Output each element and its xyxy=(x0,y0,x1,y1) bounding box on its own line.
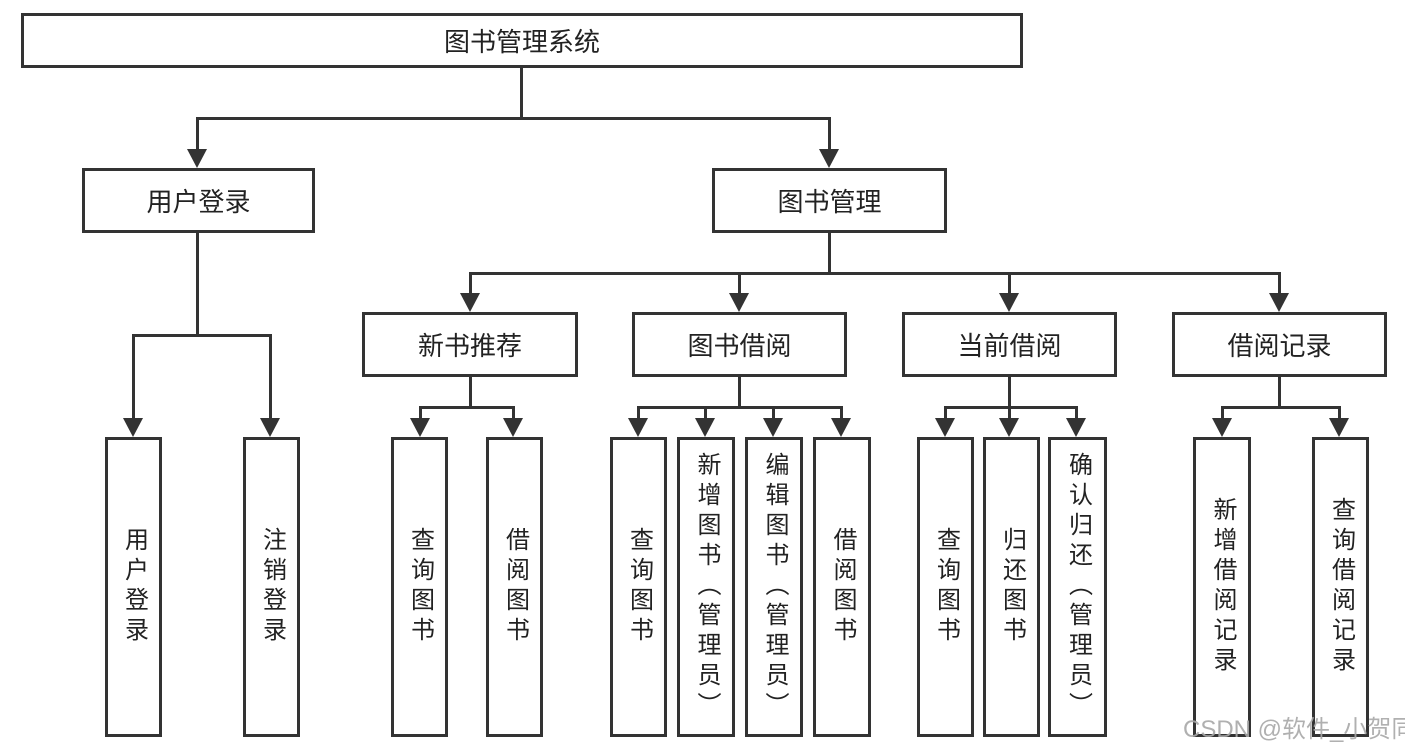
arrow-down-icon xyxy=(123,418,143,437)
connector-line xyxy=(1338,406,1341,420)
connector-line xyxy=(520,68,523,119)
connector-line xyxy=(196,117,199,151)
connector-line xyxy=(469,272,472,295)
connector-line xyxy=(132,334,135,420)
arrow-down-icon xyxy=(410,418,430,437)
arrow-down-icon xyxy=(935,418,955,437)
node-borrow-records: 借阅记录 xyxy=(1172,312,1387,377)
leaf-query-books-borrow: 查询图书 xyxy=(610,437,667,737)
connector-line xyxy=(269,334,272,420)
connector-line xyxy=(637,406,640,420)
connector-line xyxy=(944,406,1078,409)
arrow-down-icon xyxy=(819,149,839,168)
node-current-borrow: 当前借阅 xyxy=(902,312,1117,377)
node-book-borrow: 图书借阅 xyxy=(632,312,847,377)
leaf-add-book-admin: 新增图书（管理员） xyxy=(677,437,735,737)
leaf-edit-book-admin: 编辑图书（管理员） xyxy=(745,437,803,737)
arrow-down-icon xyxy=(763,418,783,437)
leaf-logout-login: 注销登录 xyxy=(243,437,300,737)
arrow-down-icon xyxy=(1269,293,1289,312)
connector-line xyxy=(1221,406,1341,409)
connector-line xyxy=(840,406,843,420)
arrow-down-icon xyxy=(187,149,207,168)
connector-line xyxy=(196,233,199,337)
leaf-query-books-current: 查询图书 xyxy=(917,437,974,737)
connector-line xyxy=(738,377,741,408)
leaf-add-borrow-record: 新增借阅记录 xyxy=(1193,437,1251,737)
arrow-down-icon xyxy=(1212,418,1232,437)
arrow-down-icon xyxy=(1066,418,1086,437)
leaf-confirm-return-admin: 确认归还（管理员） xyxy=(1048,437,1107,737)
connector-line xyxy=(1278,272,1281,295)
leaf-query-borrow-record: 查询借阅记录 xyxy=(1312,437,1369,737)
arrow-down-icon xyxy=(999,293,1019,312)
arrow-down-icon xyxy=(831,418,851,437)
connector-line xyxy=(738,272,741,295)
node-book-management: 图书管理 xyxy=(712,168,947,233)
arrow-down-icon xyxy=(460,293,480,312)
node-user-login: 用户登录 xyxy=(82,168,315,233)
leaf-return-book: 归还图书 xyxy=(983,437,1040,737)
connector-line xyxy=(704,406,707,420)
watermark: CSDN @软件_小贺同学 xyxy=(1183,716,1405,743)
leaf-user-login: 用户登录 xyxy=(105,437,162,737)
connector-line xyxy=(512,406,515,420)
connector-line xyxy=(132,334,272,337)
connector-line xyxy=(637,406,843,409)
arrow-down-icon xyxy=(695,418,715,437)
node-new-book-recommend: 新书推荐 xyxy=(362,312,578,377)
arrow-down-icon xyxy=(503,418,523,437)
connector-line xyxy=(1075,406,1078,420)
connector-line xyxy=(196,117,831,120)
connector-line xyxy=(1278,377,1281,408)
arrow-down-icon xyxy=(260,418,280,437)
connector-line xyxy=(419,406,422,420)
connector-line xyxy=(1008,272,1011,295)
connector-line xyxy=(772,406,775,420)
connector-line xyxy=(1221,406,1224,420)
arrow-down-icon xyxy=(1329,418,1349,437)
connector-line xyxy=(419,406,515,409)
node-library-management-system: 图书管理系统 xyxy=(21,13,1023,68)
arrow-down-icon xyxy=(628,418,648,437)
connector-line xyxy=(469,377,472,408)
connector-line xyxy=(1008,406,1011,420)
arrow-down-icon xyxy=(999,418,1019,437)
connector-line xyxy=(1008,377,1011,408)
leaf-query-books-recommend: 查询图书 xyxy=(391,437,448,737)
leaf-borrow-books-recommend: 借阅图书 xyxy=(486,437,543,737)
connector-line xyxy=(944,406,947,420)
connector-line xyxy=(469,272,1281,275)
connector-line xyxy=(828,233,831,274)
connector-line xyxy=(828,117,831,151)
arrow-down-icon xyxy=(729,293,749,312)
leaf-borrow-books: 借阅图书 xyxy=(813,437,871,737)
